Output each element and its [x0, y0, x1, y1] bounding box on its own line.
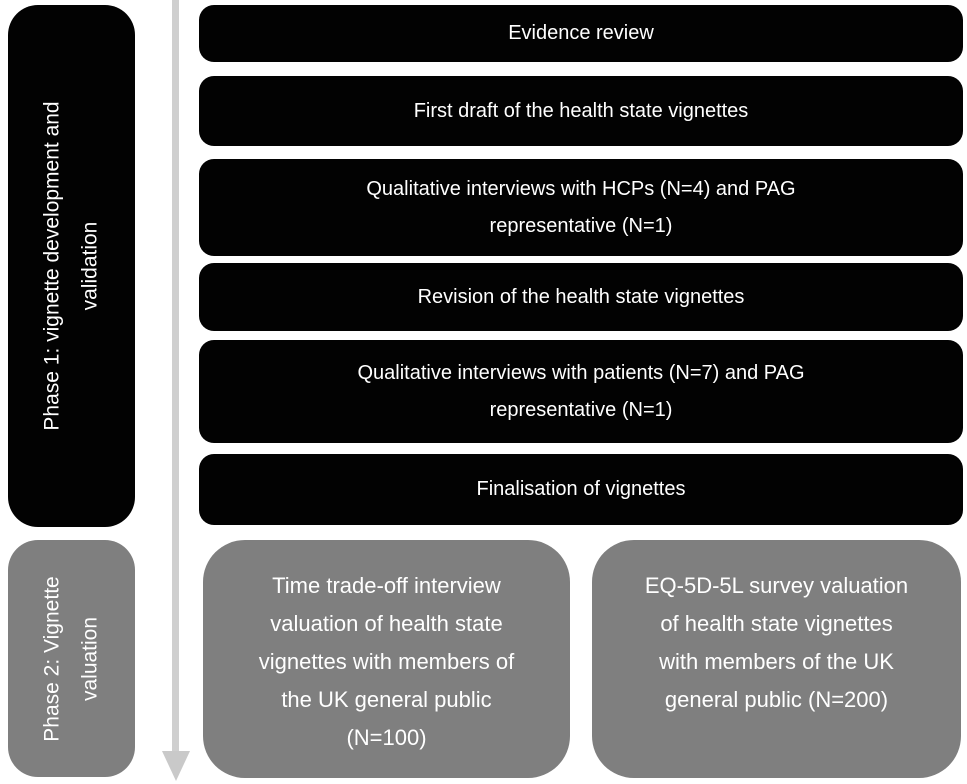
- phase-2-label: Phase 2: Vignette valuation: [40, 575, 102, 742]
- step-first-draft: First draft of the health state vignette…: [199, 76, 963, 146]
- step-finalisation: Finalisation of vignettes: [199, 454, 963, 525]
- phase-2-box: Phase 2: Vignette valuation: [8, 540, 135, 777]
- step-evidence-review: Evidence review: [199, 5, 963, 62]
- phase-1-label: Phase 1: vignette development and valida…: [40, 101, 102, 431]
- phase-1-box: Phase 1: vignette development and valida…: [8, 5, 135, 527]
- valuation-eq5d-box: EQ-5D-5L survey valuation of health stat…: [592, 540, 961, 778]
- timeline-arrow-down-icon: [162, 751, 190, 781]
- step-hcp-interviews: Qualitative interviews with HCPs (N=4) a…: [199, 159, 963, 256]
- step-revision: Revision of the health state vignettes: [199, 263, 963, 331]
- step-patient-interviews: Qualitative interviews with patients (N=…: [199, 340, 963, 443]
- valuation-tto-box: Time trade-off interview valuation of he…: [203, 540, 570, 778]
- timeline-arrow-line: [172, 0, 179, 753]
